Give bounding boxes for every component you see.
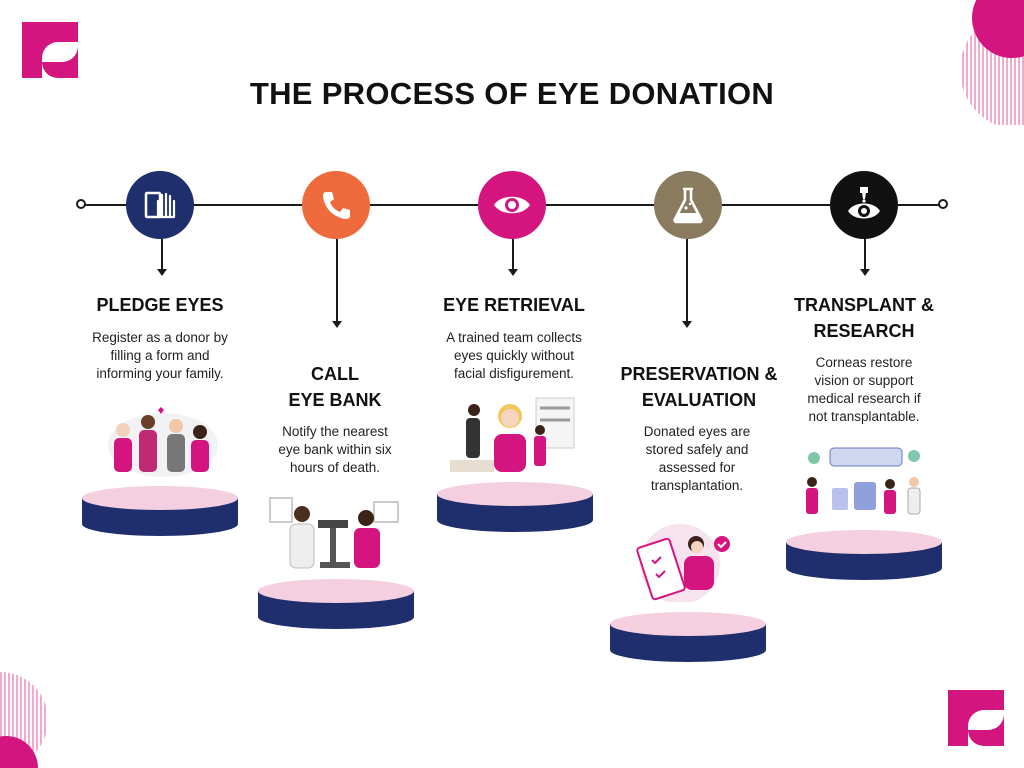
step-4-desc-line3: assessed for <box>658 460 736 475</box>
step-1-illustration-people <box>108 407 218 477</box>
step-5-connector <box>864 239 866 269</box>
step-5-description: Corneas restore vision or support medica… <box>779 354 949 426</box>
step-2-title-line2: EYE BANK <box>288 390 382 410</box>
step-1-desc-line2: filling a form and <box>110 348 210 363</box>
step-5-illustration-lab <box>806 447 921 515</box>
step-3-title-line1: EYE RETRIEVAL <box>443 295 585 315</box>
step-1-arrow <box>157 269 167 276</box>
corner-decoration-bottom-left <box>0 672 48 768</box>
step-1-title: PLEDGE EYES <box>65 292 255 318</box>
step-2-description: Notify the nearest eye bank within six h… <box>250 423 420 477</box>
step-3-description: A trained team collects eyes quickly wit… <box>429 329 599 383</box>
corner-decoration-top-right <box>960 0 1024 125</box>
step-1-icon-circle <box>126 171 194 239</box>
step-3-icon-circle <box>478 171 546 239</box>
timeline-start-dot <box>76 199 86 209</box>
step-2-icon-circle <box>302 171 370 239</box>
logo-top-left <box>22 22 78 78</box>
step-3-title: EYE RETRIEVAL <box>419 292 609 318</box>
step-4-connector <box>686 239 688 321</box>
step-2-title: CALL EYE BANK <box>240 361 430 413</box>
step-2-title-line1: CALL <box>311 364 359 384</box>
page-title: THE PROCESS OF EYE DONATION <box>249 76 775 111</box>
step-1-desc-line3: informing your family. <box>96 366 224 381</box>
step-4-title-line1: PRESERVATION & <box>620 364 778 384</box>
step-2-illustration-eye-exam <box>269 497 399 569</box>
flask-icon <box>673 187 703 224</box>
step-3-desc-line2: eyes quickly without <box>453 348 575 363</box>
eye-icon <box>494 196 530 214</box>
logo-bottom-right <box>948 690 1004 746</box>
step-5-desc-line3: medical research if <box>807 391 921 406</box>
step-2-connector <box>336 239 338 321</box>
step-4-arrow <box>682 321 692 328</box>
step-1-connector <box>161 239 163 269</box>
timeline-end-dot <box>938 199 948 209</box>
step-2-desc-line2: eye bank within six <box>278 442 392 457</box>
step-4-illustration-checklist <box>636 524 730 602</box>
step-3-desc-line3: facial disfigurement. <box>453 366 575 381</box>
step-4-title: PRESERVATION & EVALUATION <box>604 361 794 413</box>
step-5-title-line1: TRANSPLANT & <box>794 295 934 315</box>
eye-dropper-icon <box>848 187 880 219</box>
step-5-title: TRANSPLANT & RESEARCH <box>769 292 959 344</box>
step-5-desc-line2: vision or support <box>814 373 914 388</box>
step-4-pedestal <box>610 612 766 662</box>
step-5-pedestal <box>786 530 942 580</box>
step-1-desc-line1: Register as a donor by <box>92 330 228 345</box>
step-4-icon-circle <box>654 171 722 239</box>
raised-hand-icon <box>144 191 176 219</box>
step-4-title-line2: EVALUATION <box>641 390 757 410</box>
phone-icon <box>323 192 350 219</box>
step-3-pedestal <box>437 482 593 532</box>
step-5-icon-circle <box>830 171 898 239</box>
step-5-title-line2: RESEARCH <box>813 321 915 341</box>
step-3-illustration-retrieval <box>450 397 575 472</box>
step-3-arrow <box>508 269 518 276</box>
step-1-title-line1: PLEDGE EYES <box>96 295 224 315</box>
step-3-connector <box>512 239 514 269</box>
step-2-desc-line3: hours of death. <box>289 460 381 475</box>
step-4-desc-line1: Donated eyes are <box>643 424 751 439</box>
step-4-description: Donated eyes are stored safely and asses… <box>612 423 782 495</box>
step-5-desc-line4: not transplantable. <box>808 409 920 424</box>
step-2-desc-line1: Notify the nearest <box>282 424 388 439</box>
step-2-arrow <box>332 321 342 328</box>
step-5-desc-line1: Corneas restore <box>815 355 913 370</box>
step-1-pedestal <box>82 486 238 536</box>
step-2-pedestal <box>258 579 414 629</box>
step-3-desc-line1: A trained team collects <box>446 330 582 345</box>
step-4-desc-line2: stored safely and <box>645 442 749 457</box>
step-1-description: Register as a donor by filling a form an… <box>75 329 245 383</box>
step-5-arrow <box>860 269 870 276</box>
step-4-desc-line4: transplantation. <box>650 478 744 493</box>
